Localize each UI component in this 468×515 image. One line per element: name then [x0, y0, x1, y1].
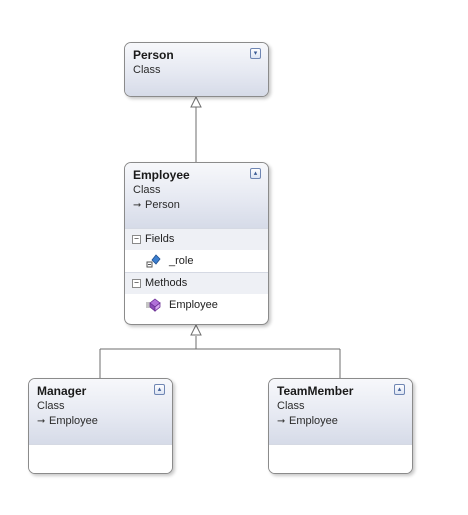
inherits-arrow-icon: ➞	[133, 200, 142, 211]
member-row-field[interactable]: _role	[125, 250, 268, 272]
base-class-name: Employee	[289, 415, 338, 427]
class-kind-employee: Class	[133, 184, 161, 196]
field-name: _role	[169, 255, 194, 267]
class-kind-manager: Class	[37, 400, 65, 412]
class-base-teammember: ➞Employee	[277, 414, 404, 429]
base-class-name: Employee	[49, 415, 98, 427]
class-shape-teammember[interactable]: TeamMember Class ➞Employee ▴	[268, 378, 413, 474]
class-header-teammember: TeamMember Class ➞Employee ▴	[269, 379, 412, 444]
compartment-label-fields: Fields	[145, 233, 175, 245]
class-header-person: Person Class ▾	[125, 43, 268, 96]
class-kind-person: Class	[133, 64, 161, 76]
collapse-icon[interactable]: ▴	[154, 384, 165, 395]
class-name-teammember: TeamMember	[277, 384, 354, 398]
inherits-arrow-icon: ➞	[277, 416, 286, 427]
class-name-person: Person	[133, 48, 174, 62]
class-kind-teammember: Class	[277, 400, 305, 412]
class-base-employee: ➞Person	[133, 198, 260, 213]
method-icon	[146, 298, 161, 312]
class-shape-employee[interactable]: Employee Class ➞Person ▴ − Fields _role …	[124, 162, 269, 325]
compartment-fields[interactable]: − Fields	[125, 228, 268, 250]
inheritance-arrowhead-person	[190, 95, 202, 108]
compartment-methods[interactable]: − Methods	[125, 272, 268, 294]
collapse-icon[interactable]: ▴	[250, 168, 261, 179]
inheritance-arrowhead-employee	[190, 323, 202, 336]
class-header-employee: Employee Class ➞Person ▴	[125, 163, 268, 228]
expand-icon[interactable]: ▾	[250, 48, 261, 59]
collapse-icon[interactable]: ▴	[394, 384, 405, 395]
class-shape-manager[interactable]: Manager Class ➞Employee ▴	[28, 378, 173, 474]
class-name-employee: Employee	[133, 168, 190, 182]
inherits-arrow-icon: ➞	[37, 416, 46, 427]
class-header-manager: Manager Class ➞Employee ▴	[29, 379, 172, 444]
class-base-manager: ➞Employee	[37, 414, 164, 429]
class-shape-person[interactable]: Person Class ▾	[124, 42, 269, 97]
method-name: Employee	[169, 299, 218, 311]
collapse-compartment-icon[interactable]: −	[132, 279, 141, 288]
field-icon	[146, 254, 161, 268]
member-row-method[interactable]: Employee	[125, 294, 268, 316]
class-body-manager	[29, 444, 172, 473]
class-name-manager: Manager	[37, 384, 87, 398]
class-body-teammember	[269, 444, 412, 473]
compartment-label-methods: Methods	[145, 277, 188, 289]
base-class-name: Person	[145, 199, 180, 211]
collapse-compartment-icon[interactable]: −	[132, 235, 141, 244]
